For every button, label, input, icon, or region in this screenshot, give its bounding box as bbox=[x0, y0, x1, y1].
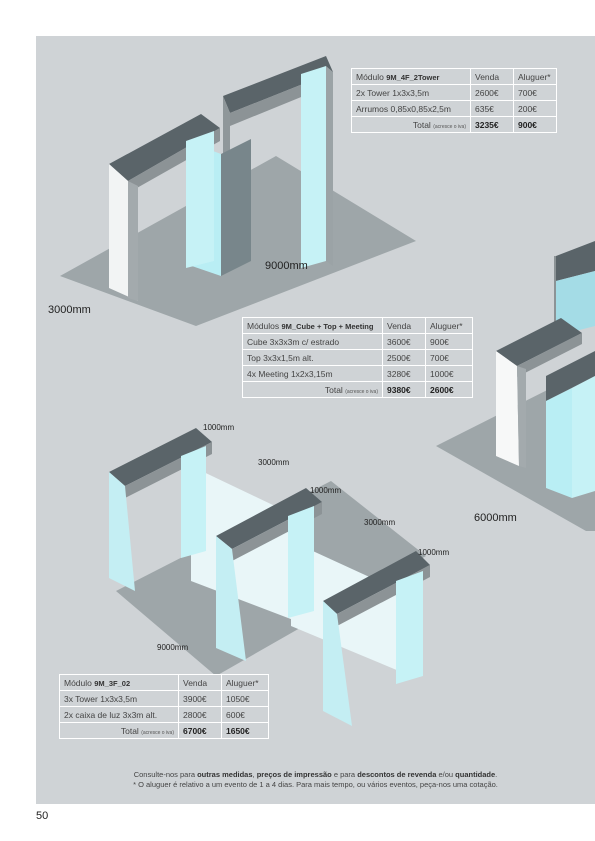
price-table-tower: Módulo 9M_4F_2Tower Venda Aluguer* 2x To… bbox=[351, 68, 557, 133]
col-rent: Aluguer* bbox=[513, 68, 557, 85]
col-sale: Venda bbox=[470, 68, 514, 85]
table-header-row: Módulos 9M_Cube + Top + Meeting Venda Al… bbox=[242, 317, 473, 334]
table-row: 3x Tower 1x3x3,5m 3900€ 1050€ bbox=[59, 690, 269, 707]
table-row: Top 3x3x1,5m alt. 2500€ 700€ bbox=[242, 349, 473, 366]
col-rent: Aluguer* bbox=[425, 317, 473, 334]
module-illustrations bbox=[60, 56, 595, 726]
dimension-width: 9000mm bbox=[157, 643, 189, 652]
total-row: Total (acresce o iva) 6700€ 1650€ bbox=[59, 722, 269, 739]
table-row: 4x Meeting 1x2x3,15m 3280€ 1000€ bbox=[242, 365, 473, 382]
table-row: 2x caixa de luz 3x3m alt. 2800€ 600€ bbox=[59, 706, 269, 723]
tower-right-post bbox=[301, 66, 326, 268]
table-title: Módulos bbox=[247, 320, 280, 331]
catalog-panel: Módulo 9M_4F_2Tower Venda Aluguer* 2x To… bbox=[36, 36, 595, 804]
dimension-span: 3000mm bbox=[258, 458, 290, 467]
dimension-gap: 1000mm bbox=[418, 548, 450, 557]
footer-contact-note: Consulte-nos para outras medidas, preços… bbox=[133, 770, 498, 779]
page-number: 50 bbox=[36, 810, 49, 822]
footer-rental-note: * O aluguer é relativo a um evento de 1 … bbox=[133, 780, 498, 789]
module-code: 9M_4F_2Tower bbox=[386, 72, 440, 82]
table-row: 2x Tower 1x3x3,5m 2600€ 700€ bbox=[351, 84, 557, 101]
table-header-row: Módulo 9M_3F_02 Venda Aluguer* bbox=[59, 674, 269, 691]
dimension-span: 3000mm bbox=[364, 518, 396, 527]
table-row: Arrumos 0,85x0,85x2,5m 635€ 200€ bbox=[351, 100, 557, 117]
table-title: Módulo bbox=[64, 677, 92, 688]
price-table-frame: Módulo 9M_3F_02 Venda Aluguer* 3x Tower … bbox=[59, 674, 269, 739]
col-sale: Venda bbox=[178, 674, 222, 691]
illustration-frame-module bbox=[109, 428, 430, 726]
col-sale: Venda bbox=[382, 317, 426, 334]
total-row: Total (acresce o iva) 3235€ 900€ bbox=[351, 116, 557, 133]
illustration-tower-module bbox=[60, 56, 416, 326]
module-code: 9M_3F_02 bbox=[94, 678, 131, 688]
top-box bbox=[556, 241, 595, 281]
storage-box bbox=[221, 139, 251, 276]
total-row: Total (acresce o iva) 9380€ 2600€ bbox=[242, 381, 473, 398]
price-table-cube: Módulos 9M_Cube + Top + Meeting Venda Al… bbox=[242, 317, 473, 398]
meeting-header bbox=[496, 318, 582, 366]
dimension-width: 6000mm bbox=[474, 512, 517, 524]
col-rent: Aluguer* bbox=[221, 674, 269, 691]
dimension-width: 9000mm bbox=[265, 260, 308, 272]
illustration-cube-module bbox=[436, 241, 595, 531]
dimension-gap: 1000mm bbox=[203, 423, 235, 432]
dimension-depth: 3000mm bbox=[48, 304, 91, 316]
table-row: Cube 3x3x3m c/ estrado 3600€ 900€ bbox=[242, 333, 473, 350]
front-header bbox=[109, 114, 220, 181]
tower-header bbox=[223, 56, 333, 113]
dimension-gap: 1000mm bbox=[310, 486, 342, 495]
table-title: Módulo bbox=[356, 71, 384, 82]
table-header-row: Módulo 9M_4F_2Tower Venda Aluguer* bbox=[351, 68, 557, 85]
module-code: 9M_Cube + Top + Meeting bbox=[281, 321, 374, 331]
